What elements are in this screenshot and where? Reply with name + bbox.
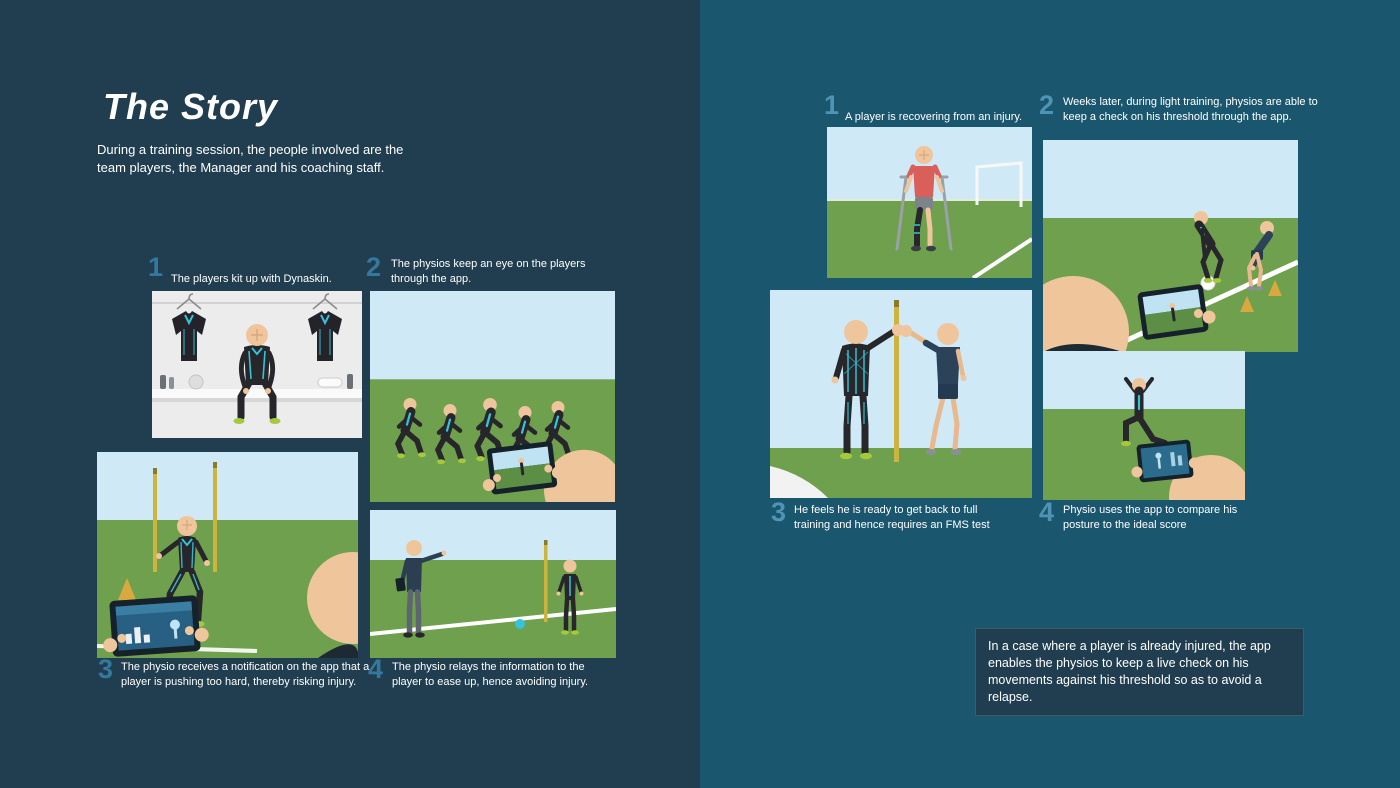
- illustration-injured-player: [827, 127, 1032, 278]
- training-cone: [1240, 296, 1254, 312]
- training-pole: [213, 462, 217, 572]
- step-caption-left-4: The physio relays the information to the…: [392, 661, 589, 688]
- page-subtitle: During a training session, the people in…: [97, 142, 404, 175]
- player-figure: [556, 559, 584, 635]
- training-ball: [515, 619, 525, 629]
- illustration-locker-room: [152, 291, 362, 438]
- step-number-left-4: 4: [368, 654, 384, 684]
- seated-player: [233, 324, 281, 424]
- tablet: [1131, 439, 1200, 483]
- step-caption-left-1: The players kit up with Dynaskin.: [171, 273, 332, 285]
- step-number-left-3: 3: [98, 654, 114, 684]
- training-player: [1194, 211, 1224, 283]
- step-caption-right-4: Physio uses the app to compare his postu…: [1063, 504, 1238, 531]
- physio-figure: [395, 540, 447, 638]
- tablet: [482, 441, 564, 495]
- fms-pole: [894, 300, 899, 462]
- training-pole: [153, 468, 157, 572]
- player-back-view: [831, 320, 899, 460]
- step-caption-right-3: He feels he is ready to get back to full…: [794, 504, 990, 531]
- step-caption-left-3: The physio receives a notification on th…: [121, 661, 370, 688]
- step-number-left-1: 1: [148, 252, 164, 282]
- illustration-player-dribbling: [97, 452, 358, 658]
- training-pole: [544, 540, 548, 622]
- crutches: [895, 175, 953, 251]
- step-caption-right-1: A player is recovering from an injury.: [845, 111, 1023, 123]
- illustration-physio-relaying: [370, 510, 616, 658]
- illustration-light-training: [1043, 140, 1298, 352]
- page-title: The Story: [103, 86, 279, 127]
- step-number-right-2: 2: [1039, 90, 1055, 120]
- illustration-posture-comparison: [1043, 351, 1245, 500]
- callout-injured-player-note: In a case where a player is already inju…: [975, 628, 1304, 716]
- training-cone: [118, 578, 136, 600]
- step-number-left-2: 2: [366, 252, 382, 282]
- tablet-in-hands: [103, 595, 209, 657]
- step-number-right-1: 1: [824, 90, 840, 120]
- physio-figure: [905, 323, 967, 455]
- injured-player: [895, 146, 953, 252]
- observer-head: [307, 552, 358, 658]
- step-number-right-4: 4: [1039, 497, 1055, 527]
- step-number-right-3: 3: [771, 497, 787, 527]
- observer-with-tablet: [1043, 276, 1216, 352]
- tablet: [1137, 284, 1216, 340]
- step-caption-right-2: Weeks later, during light training, phys…: [1063, 96, 1318, 123]
- training-cone: [1268, 280, 1282, 296]
- step-caption-left-2: The physios keep an eye on the players t…: [391, 258, 586, 285]
- illustration-fms-test-handshake: [770, 290, 1032, 498]
- goal-posts: [975, 161, 1023, 207]
- illustration-players-running: [370, 291, 615, 502]
- coach-figure: [1246, 221, 1274, 291]
- physio-with-tablet: [1131, 439, 1245, 500]
- observer-with-tablet: [482, 441, 615, 502]
